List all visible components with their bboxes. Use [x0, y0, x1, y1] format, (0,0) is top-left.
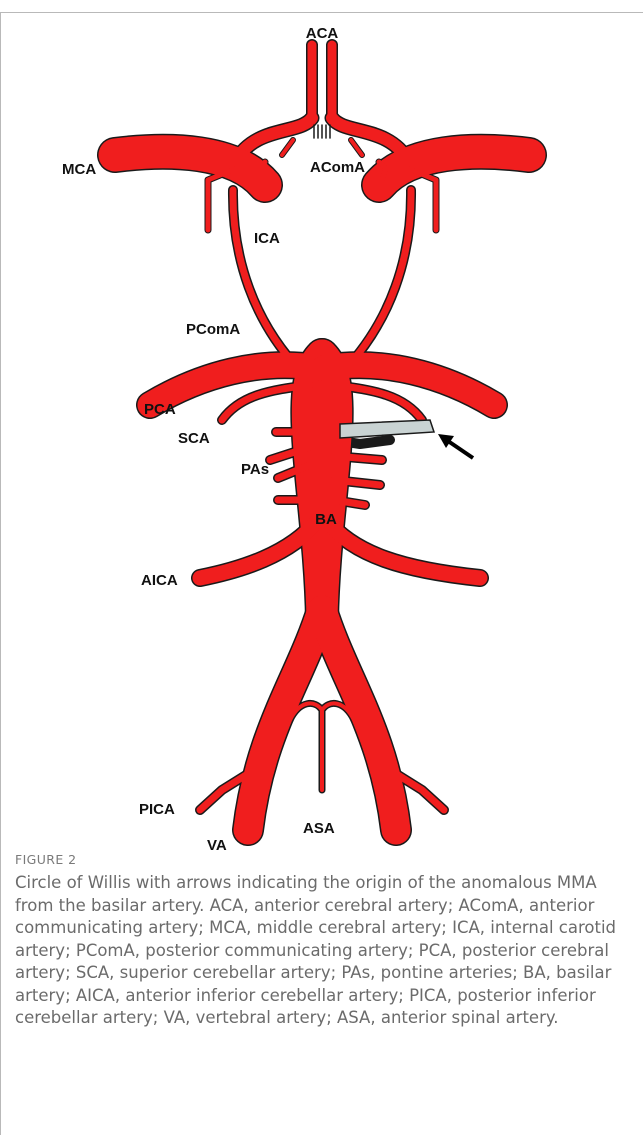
label-aca: ACA — [306, 25, 339, 42]
label-mca: MCA — [62, 161, 96, 178]
label-pca: PCA — [144, 401, 176, 418]
label-pas: PAs — [241, 461, 269, 478]
label-asa: ASA — [303, 820, 335, 837]
label-ba: BA — [315, 511, 337, 528]
arrow-icon — [438, 434, 473, 458]
circle-of-willis-diagram: ACA MCA AComA ICA PComA PCA SCA PAs BA A… — [0, 0, 644, 860]
figure-number: FIGURE 2 — [15, 852, 76, 867]
label-ica: ICA — [254, 230, 280, 247]
label-pica: PICA — [139, 801, 175, 818]
anomalous-mma-vessel — [340, 420, 434, 438]
label-va: VA — [207, 837, 227, 854]
label-aica: AICA — [141, 572, 178, 589]
label-acoma: AComA — [310, 159, 365, 176]
figure-caption: Circle of Willis with arrows indicating … — [15, 872, 625, 1030]
label-pcoma: PComA — [186, 321, 240, 338]
label-sca: SCA — [178, 430, 210, 447]
